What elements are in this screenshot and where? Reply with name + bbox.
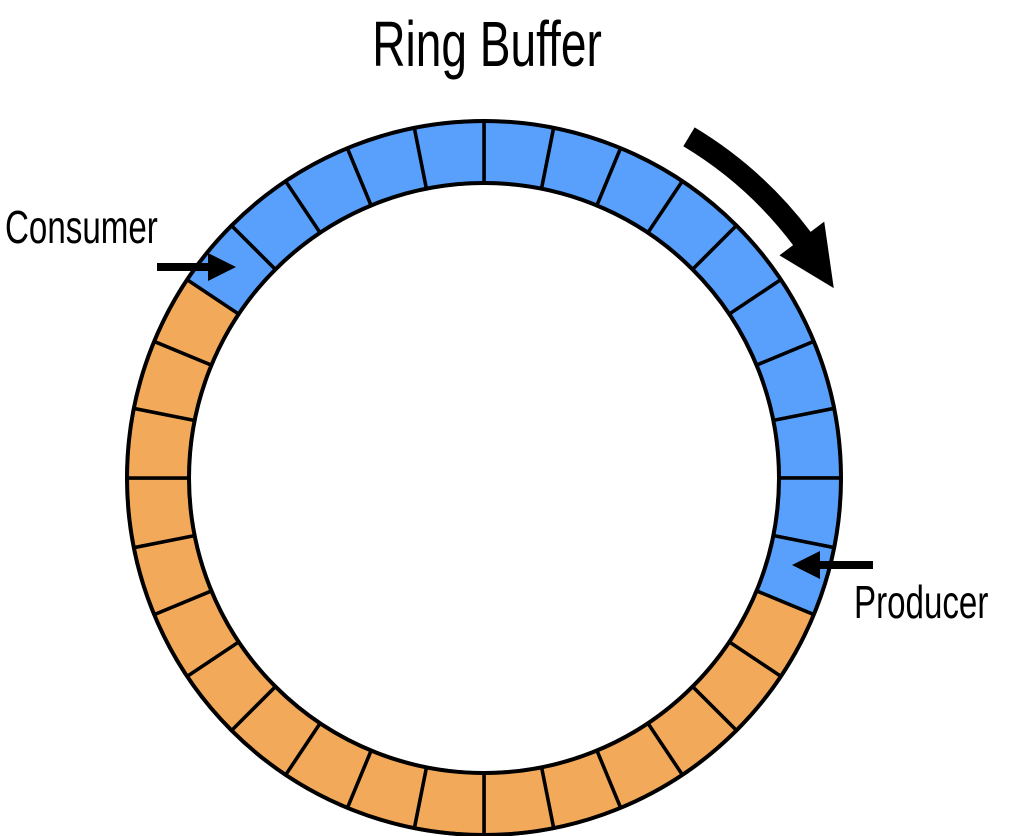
diagram-title: Ring Buffer xyxy=(372,9,602,80)
consumer-label: Consumer xyxy=(5,203,158,253)
producer-label: Producer xyxy=(854,578,988,628)
ring xyxy=(125,119,843,836)
consumer-pointer-arrow-icon xyxy=(157,253,236,281)
ring-segment xyxy=(771,406,843,480)
ring-segment xyxy=(412,119,486,191)
ring-inner-edge xyxy=(187,181,781,775)
producer-pointer-arrow-icon xyxy=(792,551,873,579)
ring-segment xyxy=(482,765,556,836)
curved-arrow-clockwise-icon xyxy=(683,127,834,289)
ring-outer-edge xyxy=(125,119,843,836)
ring-segment xyxy=(125,476,197,550)
